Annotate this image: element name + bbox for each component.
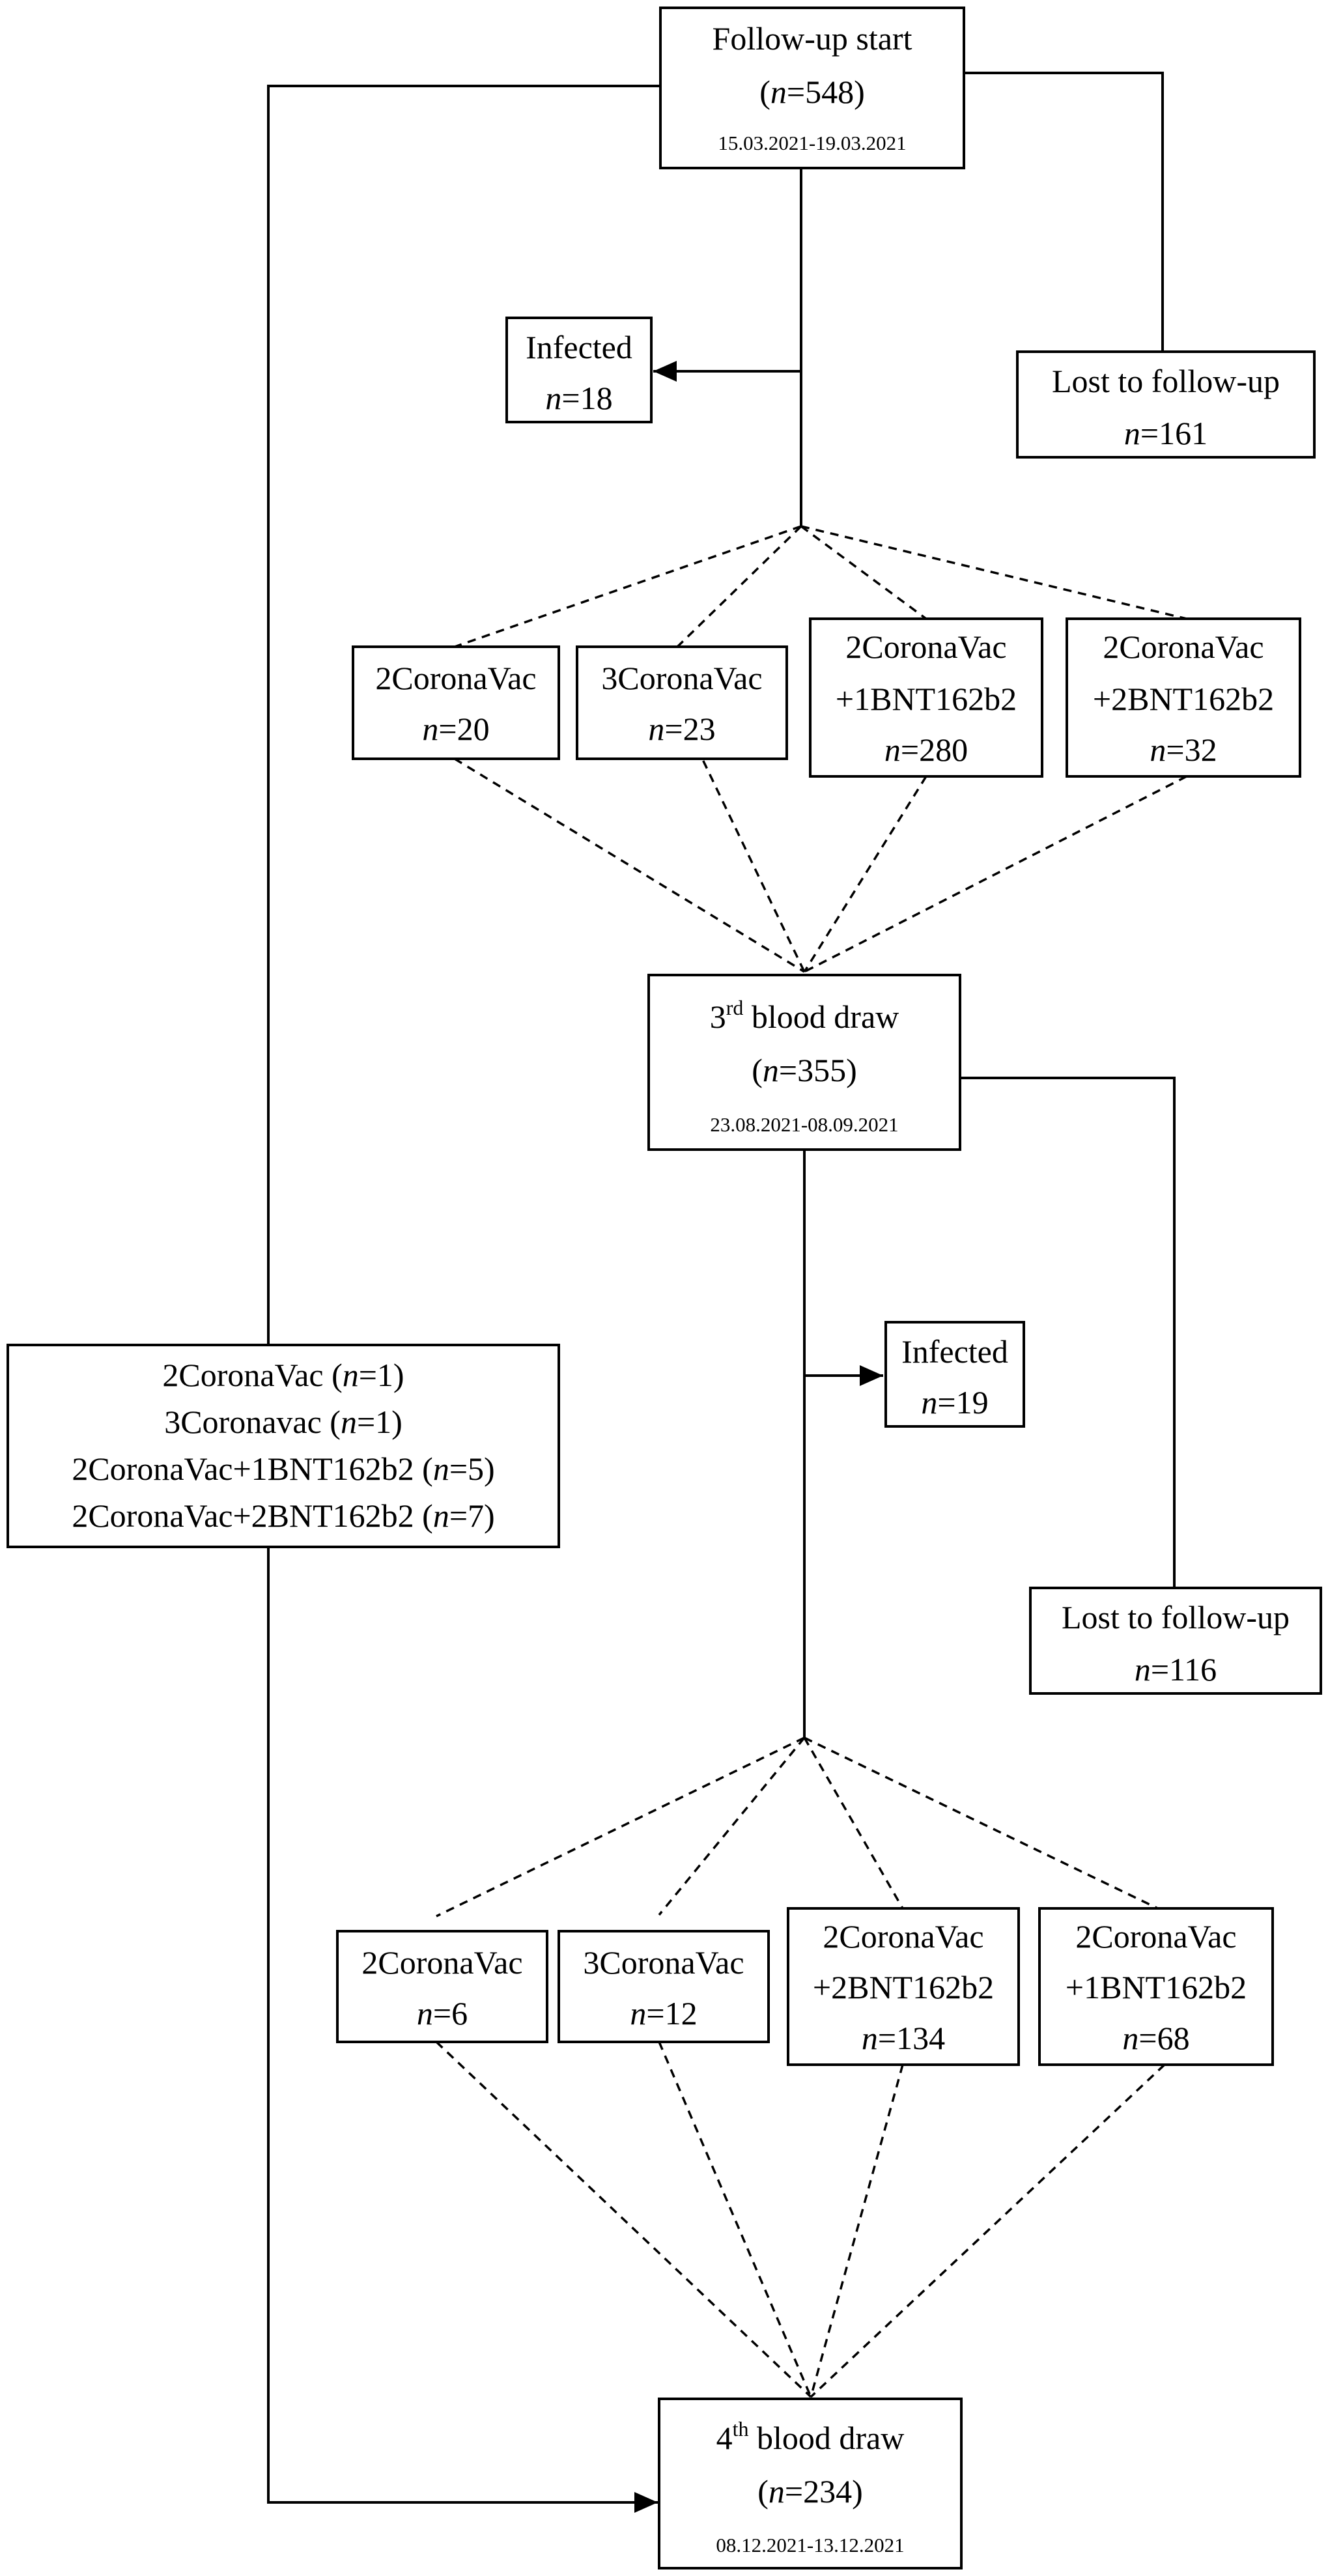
follow-up-start-dates: 15.03.2021-19.03.2021 (718, 132, 906, 154)
dash-branch1-g1c (800, 525, 927, 620)
third-blood-draw-title: 3rd blood draw (710, 996, 899, 1035)
group1-2coronavac-1bnt-count: n=280 (884, 731, 968, 768)
connector-to-lost-1 (964, 72, 1164, 352)
dash-g2b-draw4 (658, 2041, 812, 2398)
follow-up-start-box: Follow-up start (n=548) 15.03.2021-19.03… (659, 7, 965, 169)
group1-2coronavac-count: n=20 (422, 711, 489, 747)
group2-2coronavac-count: n=6 (417, 1995, 468, 2031)
group1-2coronavac-2bnt-box: 2CoronaVac +2BNT162b2 n=32 (1066, 617, 1301, 778)
dash-g1c-draw3 (803, 776, 927, 972)
third-blood-draw-dates: 23.08.2021-08.09.2021 (710, 1113, 898, 1136)
infected-box-1: Infected n=18 (505, 317, 653, 423)
dash-branch2-g2b (658, 1736, 806, 1916)
carry-over-row-1: 2CoronaVac (n=1) (162, 1357, 404, 1393)
group2-2coronavac-2bnt-line2: +2BNT162b2 (813, 1969, 994, 2005)
group2-2coronavac-box: 2CoronaVac n=6 (336, 1930, 548, 2043)
dash-g2d-draw4 (810, 2063, 1166, 2398)
infected-1-title: Infected (526, 329, 632, 365)
connector-start-to-carryover (267, 85, 660, 1345)
group1-3coronavac-count: n=23 (648, 711, 715, 747)
lost-to-follow-up-box-1: Lost to follow-up n=161 (1016, 350, 1316, 459)
infected-2-title: Infected (901, 1333, 1008, 1370)
group1-3coronavac-label: 3CoronaVac (601, 660, 762, 696)
group1-2coronavac-1bnt-line2: +1BNT162b2 (836, 681, 1017, 717)
follow-up-start-title: Follow-up start (713, 20, 912, 57)
group1-2coronavac-2bnt-line2: +2BNT162b2 (1093, 681, 1274, 717)
group2-2coronavac-1bnt-count: n=68 (1122, 2020, 1189, 2056)
lost-to-follow-up-box-2: Lost to follow-up n=116 (1029, 1587, 1322, 1695)
group2-3coronavac-label: 3CoronaVac (583, 1944, 744, 1981)
group2-2coronavac-1bnt-box: 2CoronaVac +1BNT162b2 n=68 (1038, 1907, 1274, 2066)
infected-box-2: Infected n=19 (884, 1321, 1025, 1428)
dash-branch2-g2d (804, 1736, 1165, 1913)
group1-2coronavac-box: 2CoronaVac n=20 (352, 645, 560, 760)
dash-branch1-g1b (676, 525, 802, 648)
group1-2coronavac-1bnt-line1: 2CoronaVac (845, 629, 1006, 665)
fourth-blood-draw-box: 4th blood draw (n=234) 08.12.2021-13.12.… (658, 2398, 963, 2569)
lost-1-title: Lost to follow-up (1052, 363, 1280, 399)
dash-branch2-g2a (436, 1736, 805, 1918)
connector-to-lost-2 (960, 1077, 1176, 1588)
carry-over-groups-box: 2CoronaVac (n=1) 3Coronavac (n=1) 2Coron… (7, 1344, 560, 1548)
follow-up-start-count: (n=548) (759, 74, 865, 110)
dash-branch1-g1d (800, 525, 1187, 620)
dash-g1a-draw3 (454, 757, 805, 973)
group2-3coronavac-count: n=12 (630, 1995, 697, 2031)
carry-over-row-2: 3Coronavac (n=1) (164, 1404, 403, 1440)
connectors (267, 72, 1187, 2513)
group2-2coronavac-1bnt-line2: +1BNT162b2 (1066, 1969, 1247, 2005)
group2-2coronavac-label: 2CoronaVac (361, 1944, 522, 1981)
group2-3coronavac-box: 3CoronaVac n=12 (558, 1930, 770, 2043)
lost-2-count: n=116 (1135, 1651, 1217, 1688)
dash-branch1-g1a (454, 525, 802, 648)
group2-2coronavac-1bnt-line1: 2CoronaVac (1075, 1918, 1236, 1955)
arrow-carryover-to-draw4 (267, 1547, 658, 2513)
third-blood-draw-box: 3rd blood draw (n=355) 23.08.2021-08.09.… (647, 974, 961, 1151)
group2-2coronavac-2bnt-count: n=134 (862, 2020, 945, 2056)
third-blood-draw-count: (n=355) (752, 1052, 857, 1088)
dash-g2c-draw4 (810, 2064, 904, 2398)
lost-2-title: Lost to follow-up (1062, 1599, 1290, 1635)
fourth-blood-draw-dates: 08.12.2021-13.12.2021 (716, 2534, 904, 2556)
group2-2coronavac-2bnt-box: 2CoronaVac +2BNT162b2 n=134 (787, 1907, 1020, 2066)
infected-2-count: n=19 (921, 1384, 988, 1421)
carry-over-row-4: 2CoronaVac+2BNT162b2 (n=7) (72, 1497, 494, 1534)
group1-2coronavac-1bnt-box: 2CoronaVac +1BNT162b2 n=280 (809, 617, 1043, 778)
dash-g2a-draw4 (435, 2041, 812, 2398)
group1-2coronavac-2bnt-line1: 2CoronaVac (1103, 629, 1264, 665)
lost-1-count: n=161 (1124, 415, 1208, 451)
group1-2coronavac-2bnt-count: n=32 (1150, 731, 1217, 768)
dash-branch2-g2c (803, 1737, 904, 1909)
dash-g1d-draw3 (804, 775, 1187, 973)
infected-1-count: n=18 (545, 380, 612, 416)
group1-3coronavac-box: 3CoronaVac n=23 (576, 645, 788, 760)
group1-2coronavac-label: 2CoronaVac (375, 660, 536, 696)
fourth-blood-draw-count: (n=234) (757, 2473, 863, 2510)
carry-over-row-3: 2CoronaVac+1BNT162b2 (n=5) (72, 1451, 494, 1487)
group2-2coronavac-2bnt-line1: 2CoronaVac (823, 1918, 983, 1955)
fourth-blood-draw-title: 4th blood draw (716, 2417, 905, 2456)
